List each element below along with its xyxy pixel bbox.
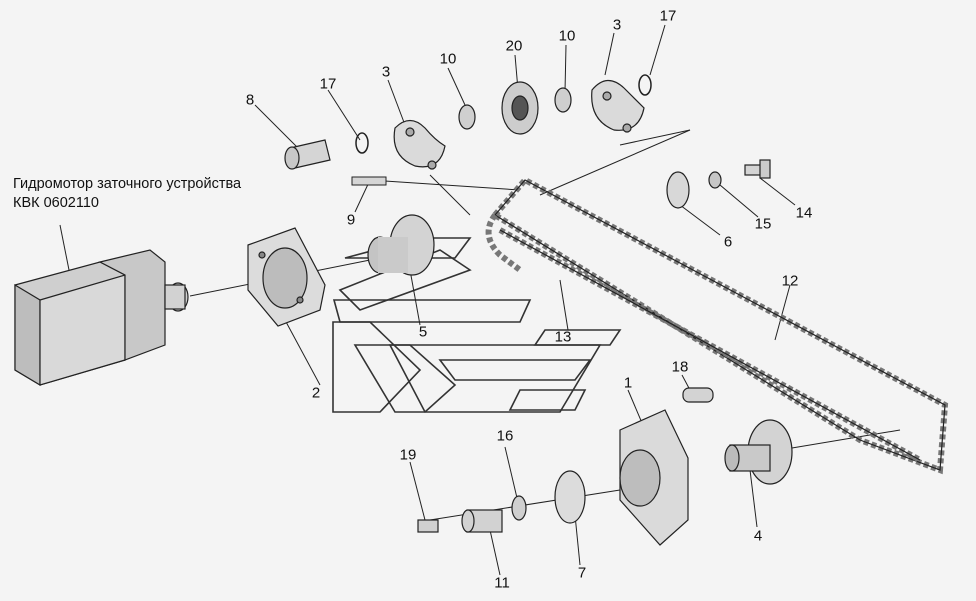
pin-part-9 <box>351 176 387 186</box>
callout-6: 6 <box>723 233 733 251</box>
callout-17-right: 17 <box>659 7 677 25</box>
callout-11: 11 <box>494 574 510 592</box>
sprocket-part-5 <box>367 214 435 276</box>
callout-15: 15 <box>754 215 772 233</box>
callout-4: 4 <box>753 527 763 545</box>
washer-part-10-left <box>458 104 476 130</box>
callout-1: 1 <box>623 374 633 392</box>
callout-2: 2 <box>311 384 321 402</box>
callout-18: 18 <box>671 358 689 376</box>
washer-part-6 <box>666 171 690 209</box>
shaft-part-8 <box>284 139 331 170</box>
caption-line-1: Гидромотор заточного устройства <box>13 176 242 192</box>
callout-8: 8 <box>245 91 255 109</box>
callout-14: 14 <box>795 204 813 222</box>
ring-part-17-left <box>355 132 369 154</box>
seal-part-16 <box>511 495 527 521</box>
bolt-part-14 <box>744 159 771 179</box>
washer-part-10-right <box>554 87 572 113</box>
chain-part-12 <box>485 176 949 475</box>
bushing-part-11 <box>461 509 503 533</box>
bearing-part-20 <box>501 81 539 135</box>
callout-20: 20 <box>505 37 523 55</box>
plate-part-3-right <box>591 79 645 133</box>
nut-part-15 <box>708 171 722 189</box>
callout-10-right: 10 <box>558 27 576 45</box>
callout-16: 16 <box>496 427 514 445</box>
callout-12: 12 <box>781 272 799 290</box>
callout-7: 7 <box>577 564 587 582</box>
bracket-part-1 <box>619 409 689 546</box>
sprocket-part-4 <box>724 419 793 485</box>
callout-19: 19 <box>399 446 417 464</box>
ring-part-17-right <box>638 74 652 96</box>
caption-line-2: КВК 0602110 <box>13 195 99 211</box>
callout-3-right: 3 <box>612 16 622 34</box>
callout-9: 9 <box>346 211 356 229</box>
washer-part-7 <box>554 470 586 524</box>
hydromotor <box>14 249 189 387</box>
plate-part-3-left <box>393 119 446 170</box>
callout-13: 13 <box>554 328 572 346</box>
hydromotor-caption: Гидромотор заточного устройства КВК 0602… <box>13 175 241 213</box>
fitting-part-19 <box>417 519 439 533</box>
callout-10-left: 10 <box>439 50 457 68</box>
link-part-18 <box>682 387 714 403</box>
callout-3-left: 3 <box>381 63 391 81</box>
callout-5: 5 <box>418 323 428 341</box>
callout-17-left: 17 <box>319 75 337 93</box>
flange-part-2 <box>247 227 326 327</box>
